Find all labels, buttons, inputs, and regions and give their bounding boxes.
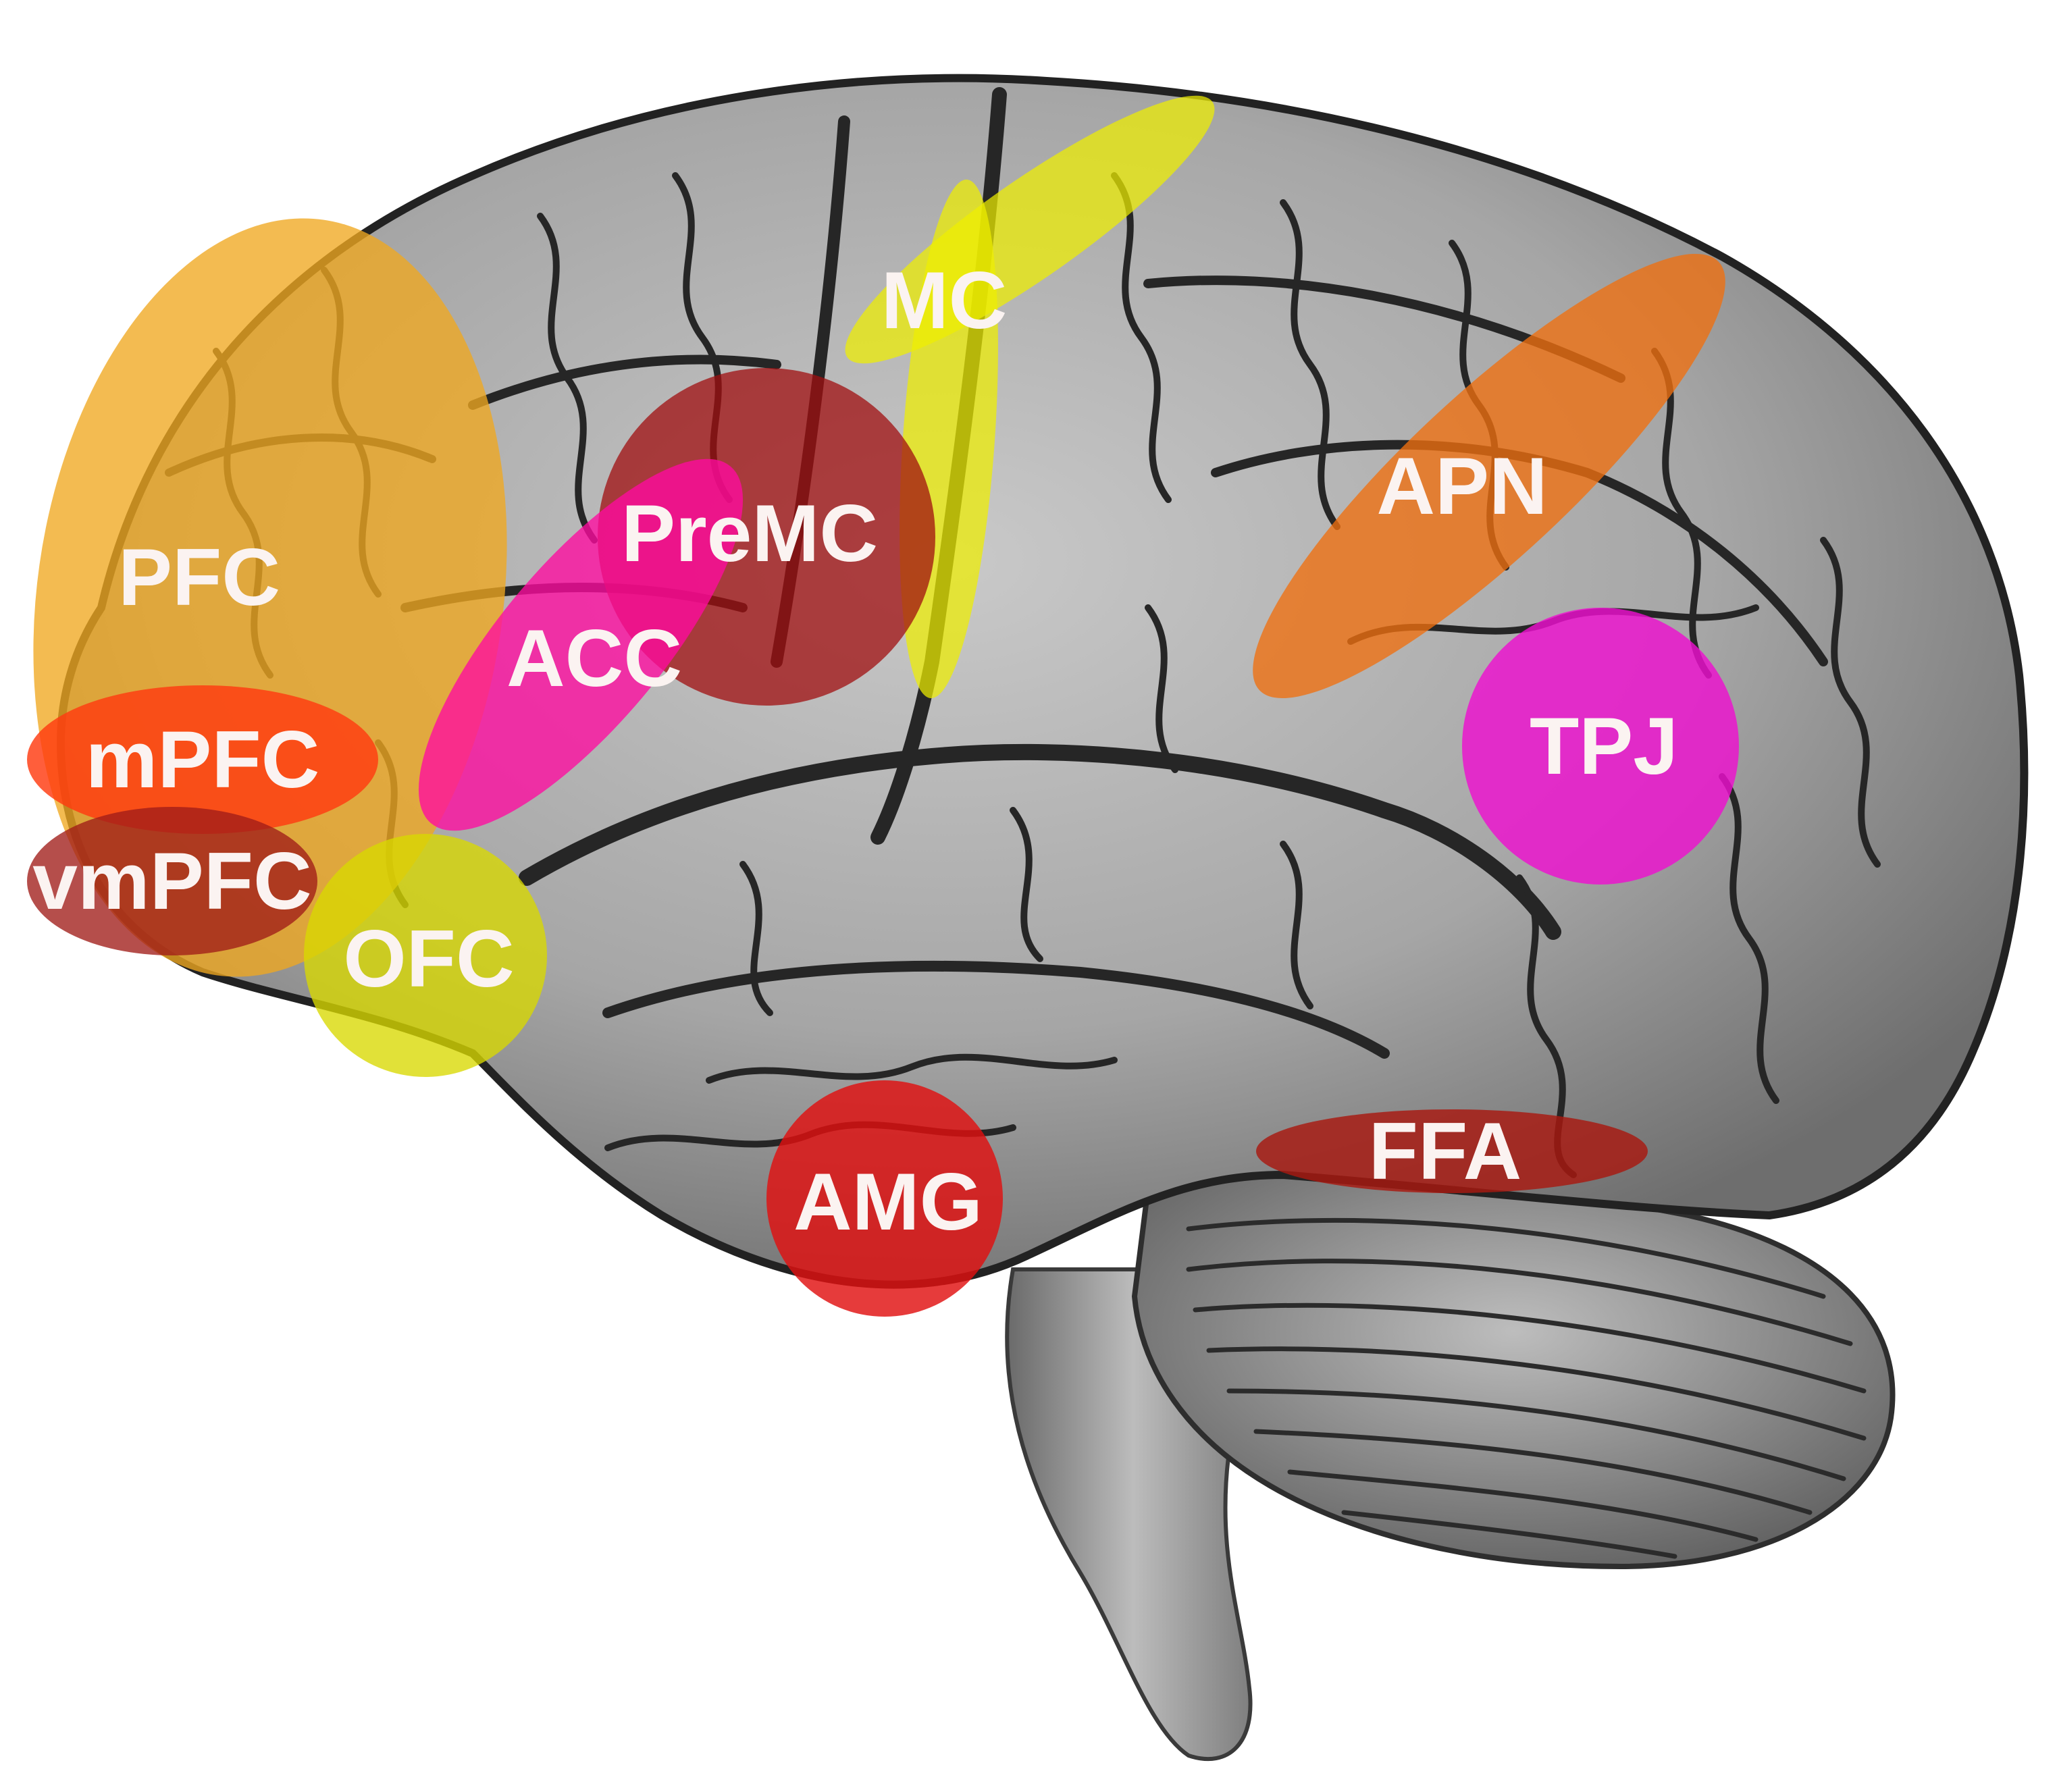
label-pfc: PFC — [118, 532, 280, 623]
region-labels: PFC MC PreMC ACC APN TPJ mPFC vmPFC OFC … — [32, 255, 1678, 1247]
label-ffa: FFA — [1369, 1106, 1522, 1196]
label-acc: ACC — [506, 613, 682, 704]
region-ffa[interactable] — [1256, 1109, 1648, 1193]
region-tpj[interactable] — [1462, 608, 1739, 885]
label-premc: PreMC — [621, 488, 878, 579]
region-apn[interactable] — [1204, 203, 1774, 749]
label-tpj: TPJ — [1530, 701, 1678, 791]
label-ofc: OFC — [343, 914, 514, 1004]
label-mc: MC — [881, 255, 1008, 346]
region-mpfc[interactable] — [27, 685, 378, 834]
label-mpfc: mPFC — [86, 714, 320, 805]
region-amg[interactable] — [766, 1080, 1003, 1317]
region-acc[interactable] — [369, 415, 792, 876]
region-ofc[interactable] — [304, 834, 547, 1077]
brain-regions — [27, 95, 1774, 1317]
label-amg: AMG — [793, 1157, 983, 1247]
label-vmpfc: vmPFC — [32, 836, 311, 926]
region-vmpfc[interactable] — [27, 807, 317, 955]
cerebellum — [1131, 1171, 1896, 1570]
label-apn: APN — [1376, 441, 1547, 531]
